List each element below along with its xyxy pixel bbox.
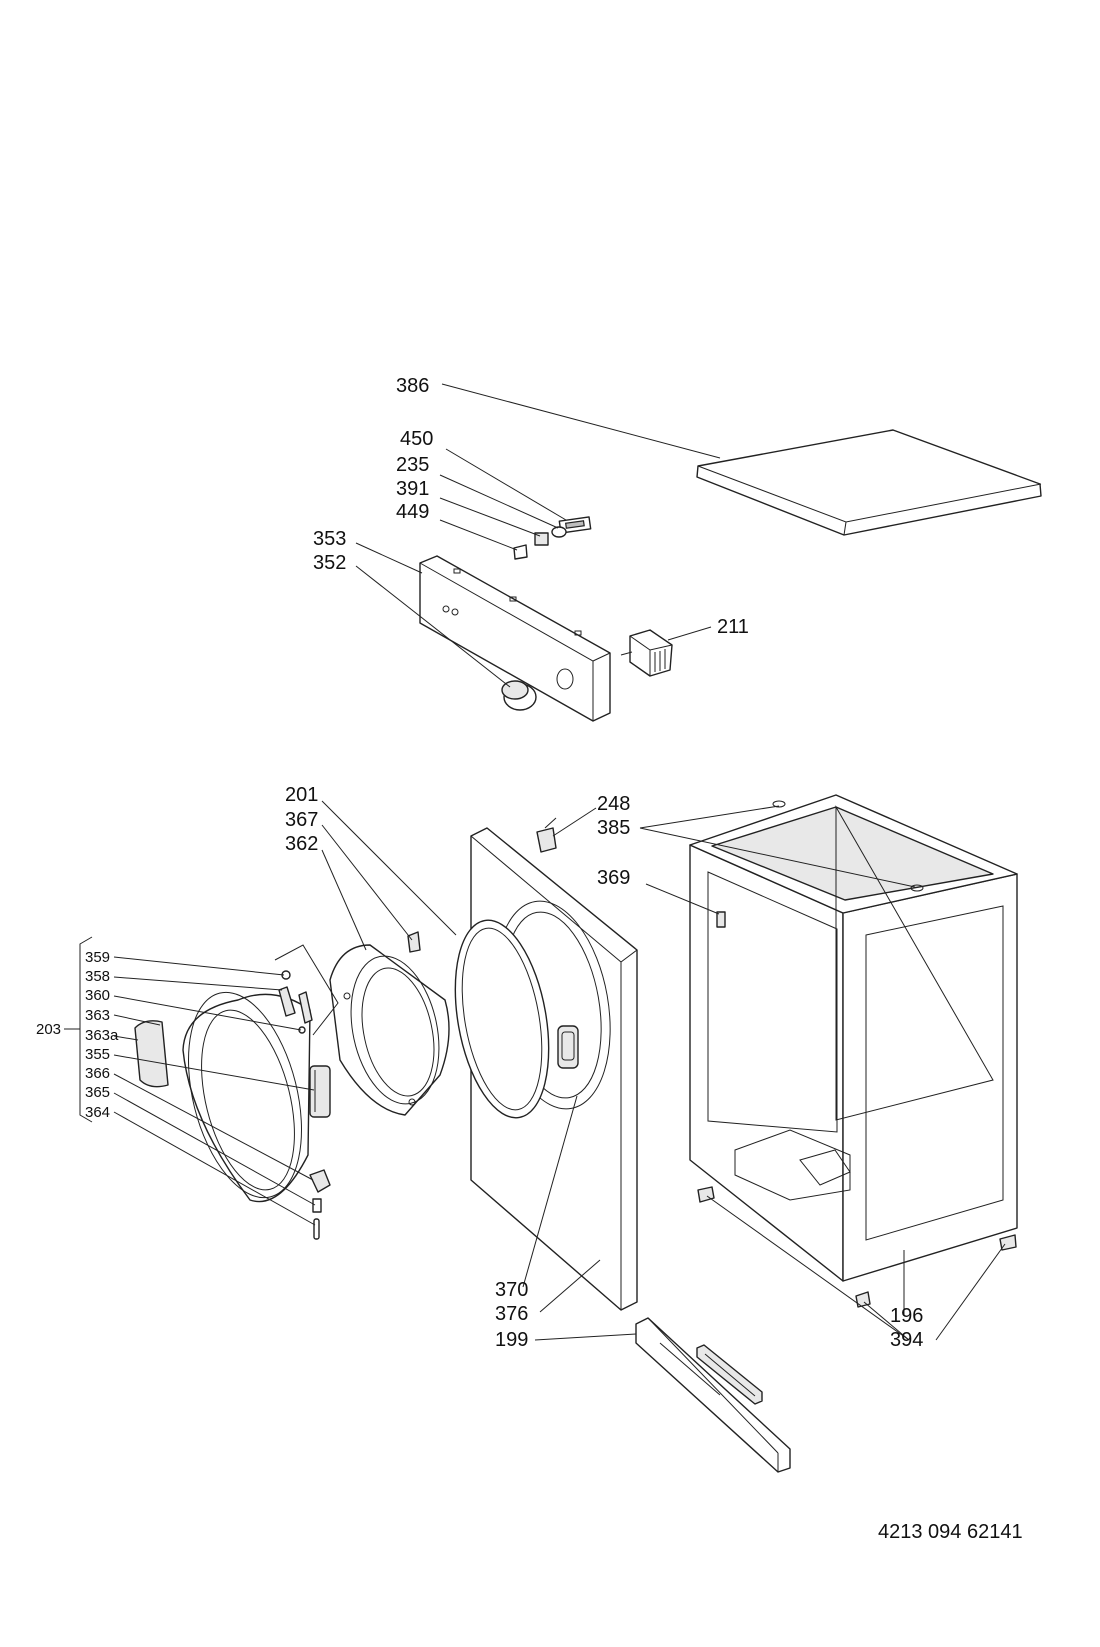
- callout-203: 203: [36, 1021, 61, 1038]
- callout-201: 201: [285, 784, 318, 806]
- callout-450: 450: [400, 428, 433, 450]
- callout-369: 369: [597, 867, 630, 889]
- cabinet-part-196: [689, 794, 1018, 1308]
- callout-391: 391: [396, 478, 429, 500]
- handle-part-355: [309, 1065, 331, 1118]
- callout-394: 394: [890, 1329, 923, 1351]
- callout-211: 211: [717, 616, 749, 638]
- callout-364: 364: [85, 1104, 110, 1121]
- clip-part-449: [513, 544, 528, 560]
- timer-part-211: [620, 629, 673, 677]
- callout-370: 370: [495, 1279, 528, 1301]
- callout-353: 353: [313, 528, 346, 550]
- callout-352: 352: [313, 552, 346, 574]
- callout-248: 248: [597, 793, 630, 815]
- callout-449: 449: [396, 501, 429, 523]
- callout-358: 358: [85, 968, 110, 985]
- clip-part-391: [534, 532, 549, 546]
- callout-386: 386: [396, 375, 429, 397]
- switch-part-450: [558, 516, 592, 534]
- top-cover-part-386: [696, 429, 1042, 536]
- callout-365: 365: [85, 1084, 110, 1101]
- clip-part-367: [407, 931, 421, 953]
- callout-363a: 363a: [85, 1027, 119, 1044]
- callout-363: 363: [85, 1007, 110, 1024]
- callout-366: 366: [85, 1065, 110, 1082]
- kickplate-part-199: [635, 1317, 791, 1473]
- hinge-parts-group: [274, 944, 339, 1036]
- leader-lines: [64, 383, 1006, 1341]
- control-panel-part-353: [419, 555, 611, 722]
- filter-grille-part: [696, 1344, 763, 1405]
- callout-385: 385: [597, 817, 630, 839]
- callout-360: 360: [85, 987, 110, 1004]
- clip-part-235: [551, 526, 567, 538]
- callout-359: 359: [85, 949, 110, 966]
- callout-199: 199: [495, 1329, 528, 1351]
- door-frame-part-203: [134, 991, 311, 1203]
- callout-367: 367: [285, 809, 318, 831]
- clip-part-369: [716, 911, 726, 928]
- callout-235: 235: [396, 454, 429, 476]
- callout-362: 362: [285, 833, 318, 855]
- door-ring-part-362: [329, 944, 450, 1116]
- document-number: 4213 094 62141: [878, 1521, 1023, 1543]
- gasket-part-201: [454, 919, 550, 1119]
- callout-355: 355: [85, 1046, 110, 1063]
- callout-196: 196: [890, 1305, 923, 1327]
- callout-376: 376: [495, 1303, 528, 1325]
- lock-parts-group: [309, 1169, 331, 1240]
- bracket-part-248: [536, 817, 557, 853]
